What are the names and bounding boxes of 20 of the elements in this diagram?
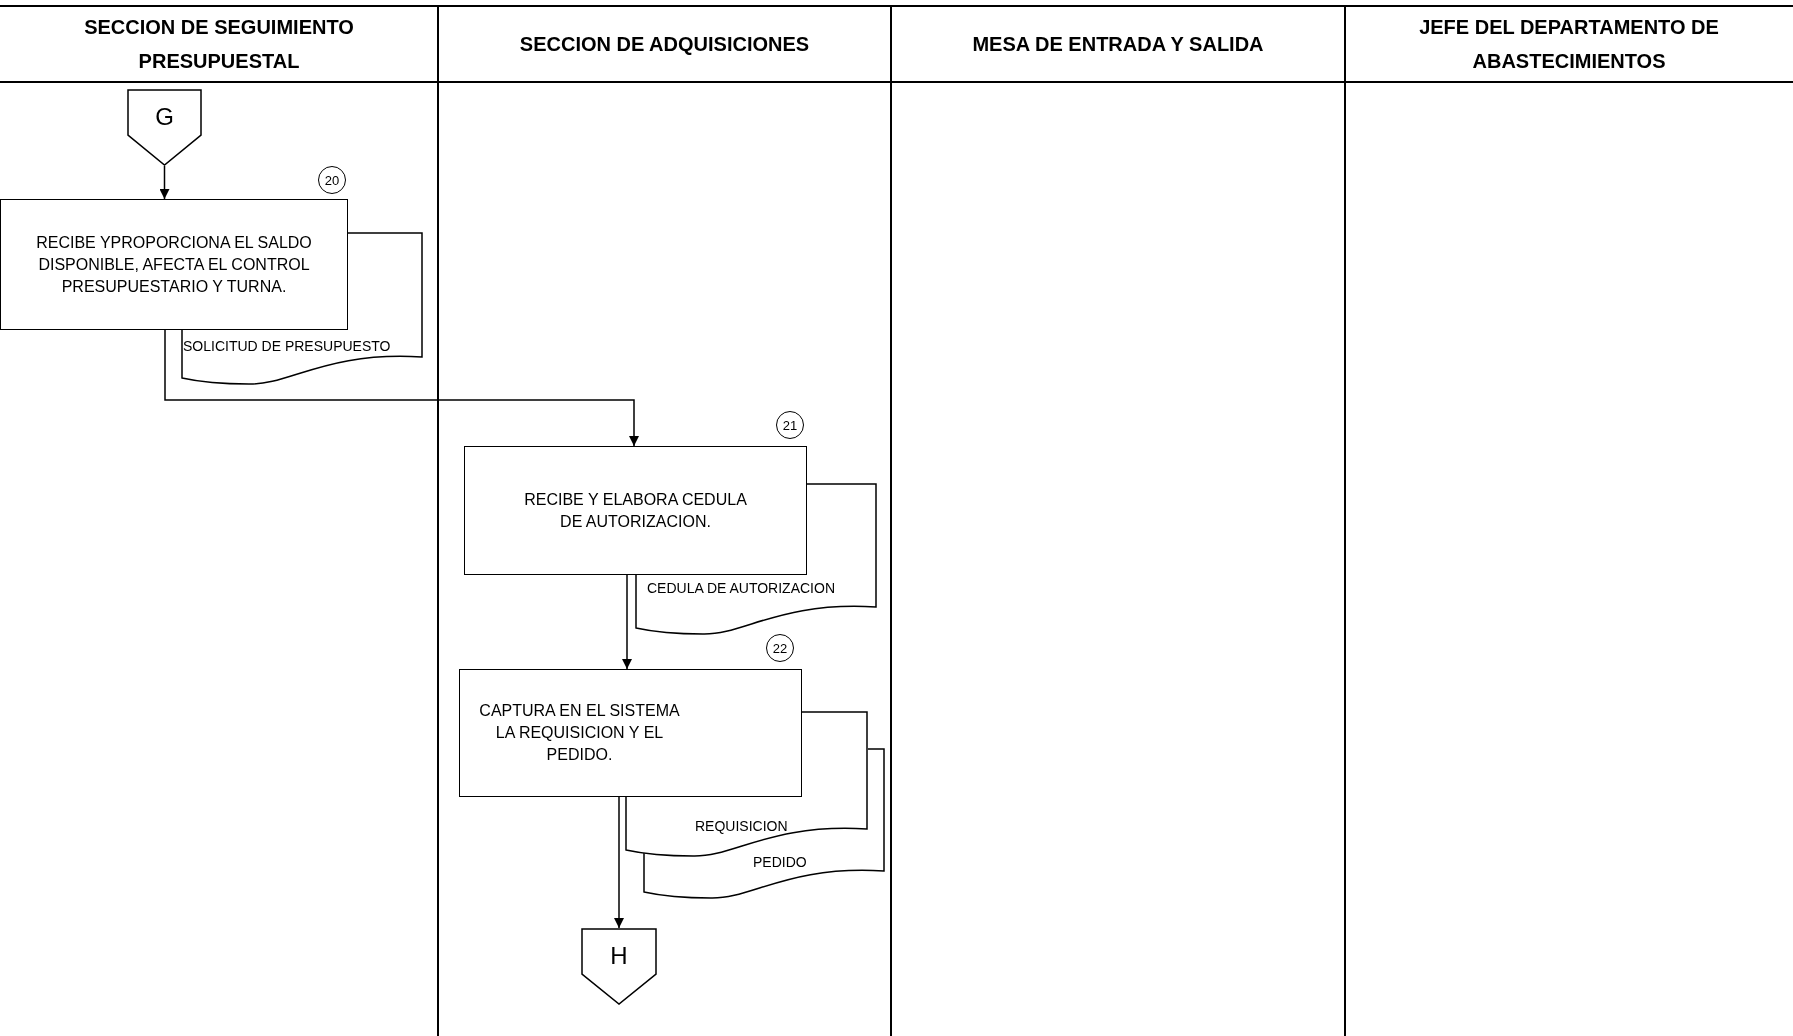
step-text: RECIBE Y ELABORA CEDULA DE AUTORIZACION. bbox=[523, 489, 748, 532]
arrow bbox=[614, 796, 624, 929]
lane-header: SECCION DE ADQUISICIONES bbox=[518, 32, 811, 57]
step-number: 20 bbox=[318, 166, 346, 194]
arrow bbox=[164, 329, 639, 447]
arrow bbox=[159, 165, 170, 200]
connector-letter: G bbox=[154, 103, 175, 131]
step-text: CAPTURA EN EL SISTEMA LA REQUISICION Y EL PEDIDO. bbox=[478, 701, 681, 765]
lane-header: SECCION DE SEGUIMIENTO PRESUPUESTAL bbox=[83, 15, 355, 74]
step-text: RECIBE YPROPORCIONA EL SALDO DISPONIBLE, AFECTA EL CONTROL PRESUPUESTARIO Y TURNA. bbox=[35, 232, 313, 297]
document-label: PEDIDO bbox=[753, 854, 807, 870]
connector-letter: H bbox=[609, 942, 629, 970]
document-label: SOLICITUD DE PRESUPUESTO bbox=[183, 338, 391, 354]
arrow bbox=[622, 574, 632, 670]
lane-header: MESA DE ENTRADA Y SALIDA bbox=[971, 32, 1265, 57]
lane-header: JEFE DEL DEPARTAMENTO DE ABASTECIMIENTOS bbox=[1419, 15, 1719, 74]
document-label: CEDULA DE AUTORIZACION bbox=[647, 580, 835, 596]
document-label: REQUISICION bbox=[695, 818, 788, 834]
step-number: 22 bbox=[766, 634, 794, 662]
step-number: 21 bbox=[776, 411, 804, 439]
